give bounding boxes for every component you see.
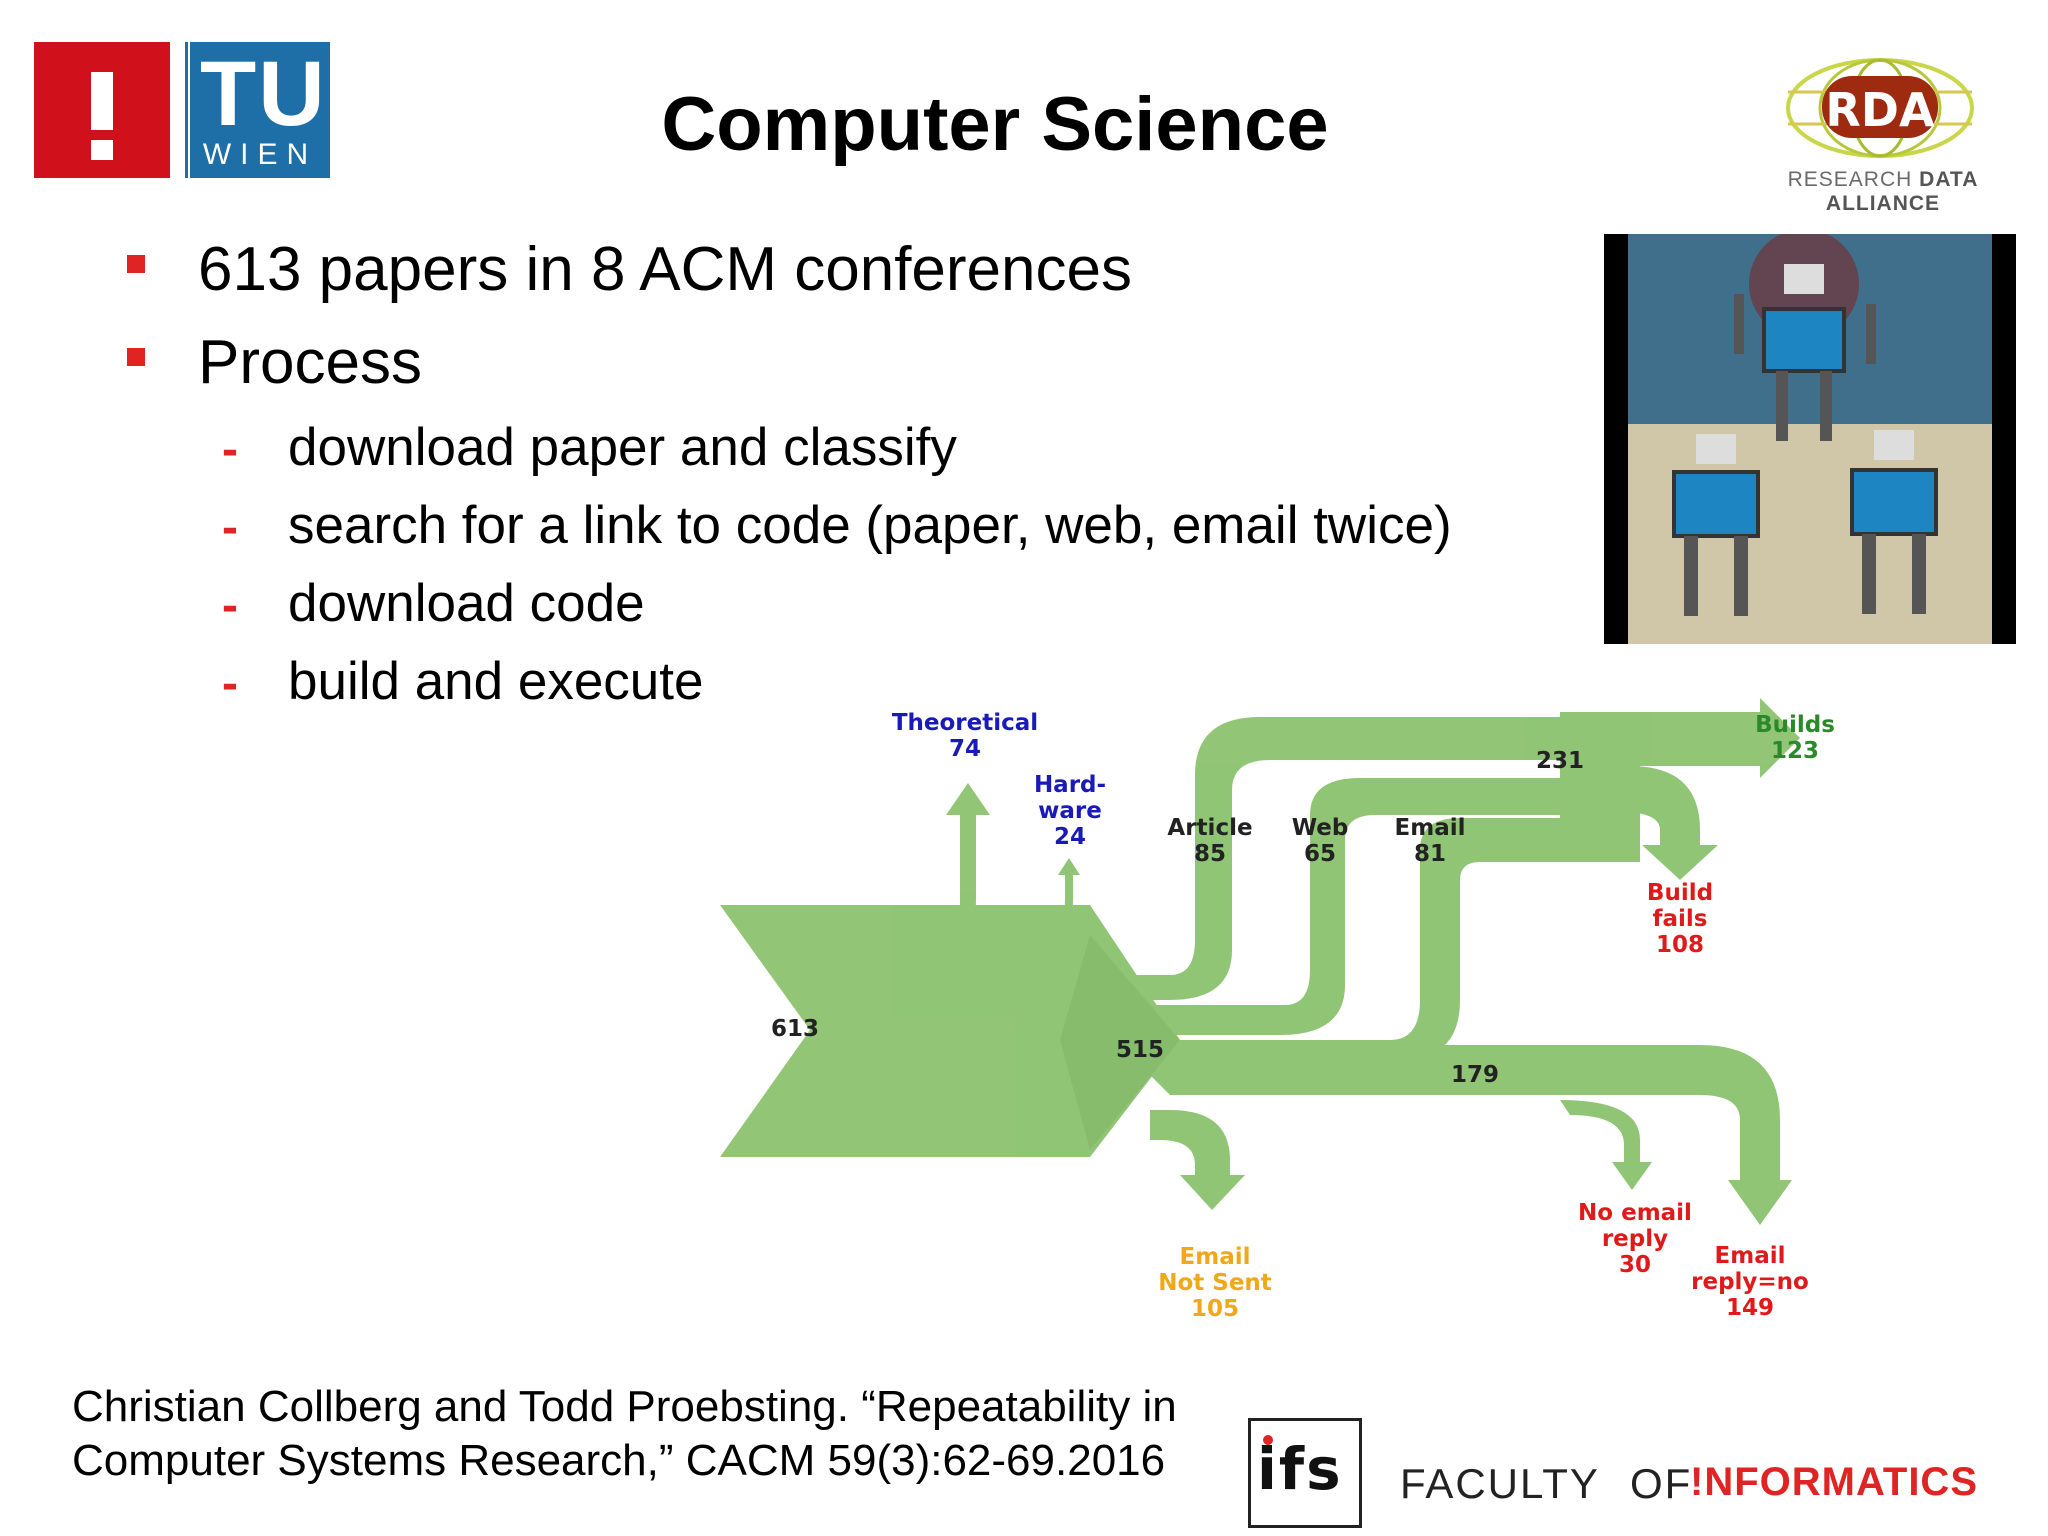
tu-wien-logo: TU WIEN <box>190 42 330 178</box>
label-builds: Builds 123 <box>1740 712 1850 764</box>
label-no-email-reply: No email reply 30 <box>1560 1200 1710 1278</box>
step-search-link: search for a link to code (paper, web, e… <box>288 496 1452 555</box>
flow-email <box>1150 818 1570 1060</box>
label-not-found-179: 179 <box>1450 1062 1499 1088</box>
label-build-fails-name-a: Build <box>1646 880 1714 906</box>
label-email-not-sent-value: 105 <box>1190 1296 1239 1322</box>
label-web-value: 65 <box>1303 841 1336 867</box>
ifs-logo: ifs <box>1248 1418 1362 1528</box>
label-theoretical-value: 74 <box>948 736 981 762</box>
label-hardware-name-a: Hard- <box>1033 772 1107 798</box>
label-email-not-sent-name-b: Not Sent <box>1158 1270 1272 1296</box>
flow-total-613 <box>720 905 1180 1157</box>
flow-email-not-sent <box>1150 1110 1245 1210</box>
exclamation-icon <box>91 72 113 130</box>
label-article-value: 85 <box>1193 841 1226 867</box>
flow-hardware <box>1030 858 1080 945</box>
label-build-fails-name-b: fails <box>1652 906 1708 932</box>
faculty-of-word: OF <box>1629 1460 1693 1507</box>
flow-no-reply <box>1560 1100 1652 1190</box>
label-web-name: Web <box>1291 815 1349 841</box>
flow-theoretical <box>920 783 990 950</box>
page-title: Computer Science <box>661 82 1329 167</box>
label-build-fails: Build fails 108 <box>1630 880 1730 958</box>
rda-globe-icon: RDA <box>1786 58 1974 158</box>
flow-found-231 <box>1560 712 1640 862</box>
label-article: Article 85 <box>1155 815 1265 867</box>
label-found-231: 231 <box>1535 748 1584 774</box>
bullet-papers: 613 papers in 8 ACM conferences <box>198 235 1132 304</box>
label-theoretical: Theoretical 74 <box>880 710 1050 762</box>
label-article-name: Article <box>1167 815 1253 841</box>
bullet-marker <box>127 255 145 273</box>
robot-tower-illustration <box>1628 229 1992 644</box>
label-total-613: 613 <box>770 1016 819 1042</box>
dash-marker: - <box>222 501 238 554</box>
label-email-reply-no: Email reply=no 149 <box>1670 1243 1830 1321</box>
faculty-text: FACULTY OF <box>1400 1460 1692 1508</box>
label-hardware-value: 24 <box>1053 824 1086 850</box>
tu-logo-text: TU <box>200 43 327 145</box>
tu-logo-subtext: WIEN <box>202 138 318 171</box>
tu-wien-logo-mark <box>34 42 170 178</box>
citation-line-2: Computer Systems Research,” CACM 59(3):6… <box>72 1436 1166 1485</box>
label-email-not-sent-name-a: Email <box>1179 1244 1251 1270</box>
rda-caption: RESEARCH DATA ALLIANCE <box>1768 168 1998 216</box>
informatics-text: !NFORMATICS <box>1690 1460 1978 1504</box>
label-email-name: Email <box>1394 815 1466 841</box>
label-no-reply-name-a: No email <box>1578 1200 1692 1226</box>
rda-caption-b: DATA ALLIANCE <box>1825 168 1979 215</box>
flow-not-found-179 <box>1120 1045 1792 1225</box>
bullet-process: Process <box>198 328 422 397</box>
citation-line-1: Christian Collberg and Todd Proebsting. … <box>72 1382 1177 1431</box>
rda-caption-a: RESEARCH <box>1787 168 1913 191</box>
label-hardware-name-b: ware <box>1038 798 1102 824</box>
label-reply-no-value: 149 <box>1725 1295 1774 1321</box>
label-build-fails-value: 108 <box>1655 932 1704 958</box>
label-email-value: 81 <box>1413 841 1446 867</box>
label-no-reply-value: 30 <box>1618 1252 1651 1278</box>
label-reply-no-name-b: reply=no <box>1691 1269 1809 1295</box>
ifs-logo-text: ifs <box>1257 1435 1343 1503</box>
step-download-code: download code <box>288 574 645 633</box>
label-email-not-sent: Email Not Sent 105 <box>1140 1244 1290 1322</box>
rda-logo: RDA RESEARCH DATA ALLIANCE <box>1760 50 2000 215</box>
label-theoretical-name: Theoretical <box>891 710 1039 736</box>
robots-image <box>1604 229 2016 644</box>
label-filtered-515: 515 <box>1115 1037 1164 1063</box>
step-build-execute: build and execute <box>288 652 704 711</box>
flow-web <box>1120 778 1570 1035</box>
citation: Christian Collberg and Todd Proebsting. … <box>72 1380 1252 1488</box>
dash-marker: - <box>222 579 238 632</box>
flow-node-515 <box>1060 935 1180 1150</box>
flow-article <box>1090 717 1570 1000</box>
label-reply-no-name-a: Email <box>1714 1243 1786 1269</box>
label-email: Email 81 <box>1380 815 1480 867</box>
exclamation-dot <box>91 140 113 160</box>
label-hardware: Hard- ware 24 <box>1020 772 1120 850</box>
logo-divider <box>185 42 188 178</box>
step-download-classify: download paper and classify <box>288 418 957 477</box>
label-builds-value: 123 <box>1770 738 1819 764</box>
label-no-reply-name-b: reply <box>1601 1226 1669 1252</box>
dash-marker: - <box>222 423 238 476</box>
ifs-dot <box>1263 1435 1273 1445</box>
label-web: Web 65 <box>1275 815 1365 867</box>
dash-marker: - <box>222 657 238 710</box>
label-builds-name: Builds <box>1755 712 1835 738</box>
faculty-word: FACULTY <box>1400 1460 1600 1507</box>
rda-logo-text: RDA <box>1825 83 1935 137</box>
bullet-marker <box>127 348 145 366</box>
